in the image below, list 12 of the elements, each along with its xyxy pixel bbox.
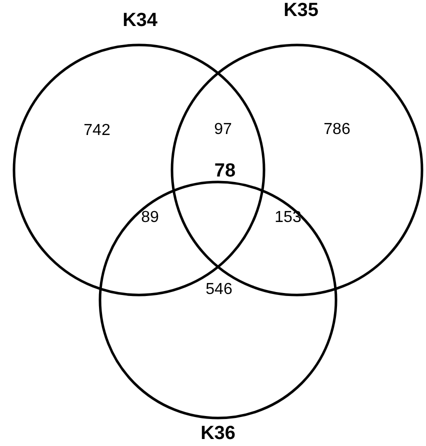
set-label: K36 — [200, 424, 236, 443]
region-count: 89 — [141, 210, 159, 226]
region-count: 97 — [214, 122, 232, 138]
region-count: 546 — [206, 282, 232, 298]
region-count: 78 — [214, 162, 236, 180]
set-circle — [12, 44, 266, 296]
region-count: 742 — [84, 123, 110, 139]
region-count: 786 — [324, 122, 350, 138]
set-circle — [98, 180, 338, 420]
set-label: K34 — [122, 11, 158, 30]
set-circle — [170, 44, 424, 296]
set-label: K35 — [284, 1, 318, 20]
